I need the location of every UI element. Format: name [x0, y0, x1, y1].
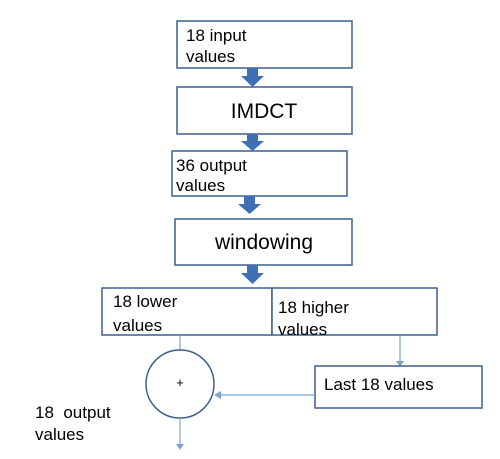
- node-36-output-values-box: [171, 150, 348, 197]
- node-lower-values-label-line1: 18 lower: [113, 292, 178, 311]
- node-last-values: Last 18 values: [314, 365, 483, 409]
- node-last-values-label: Last 18 values: [324, 375, 434, 394]
- connector-higher-to-last-arrowhead: [396, 361, 404, 367]
- connector-adder-to-output-arrowhead: [176, 444, 184, 450]
- node-input-values-label-line2: values: [186, 47, 235, 66]
- node-higher-values-box: [271, 287, 438, 336]
- adder-plus-symbol: +: [176, 375, 184, 390]
- node-lower-values: 18 lower values: [101, 287, 273, 336]
- node-higher-values-label-line2: values: [278, 320, 327, 339]
- node-imdct-box: [176, 86, 353, 135]
- node-input-values-box: [176, 20, 353, 69]
- node-higher-values: 18 higher values: [271, 287, 438, 339]
- adder: +: [145, 349, 215, 419]
- flow-arrow-4: [241, 265, 264, 284]
- final-output-label: 18 output values: [35, 403, 111, 444]
- node-windowing-label: windowing: [214, 231, 313, 254]
- node-higher-values-label-line1: 18 higher: [278, 298, 349, 317]
- node-36-output-values-label-line1: 36 output: [176, 156, 247, 175]
- node-windowing-box: [174, 218, 353, 266]
- node-imdct: IMDCT: [176, 86, 353, 135]
- node-36-output-values: 36 output values: [171, 150, 348, 197]
- connector-last-to-adder-arrowhead: [214, 391, 221, 399]
- node-last-values-box: [314, 365, 483, 409]
- final-output-label-line2: values: [35, 425, 84, 444]
- node-input-values-label-line1: 18 input: [186, 26, 247, 45]
- node-input-values: 18 input values: [176, 20, 353, 69]
- flow-arrow-1: [241, 68, 264, 87]
- final-output-label-line1: 18 output: [35, 403, 111, 422]
- flow-arrow-3: [238, 196, 261, 214]
- node-windowing: windowing: [174, 218, 353, 266]
- node-lower-values-label-line2: values: [113, 316, 162, 335]
- node-36-output-values-label-line2: values: [176, 176, 225, 195]
- node-imdct-label: IMDCT: [231, 100, 298, 123]
- flow-arrow-2: [241, 134, 264, 151]
- node-lower-values-box: [101, 287, 273, 336]
